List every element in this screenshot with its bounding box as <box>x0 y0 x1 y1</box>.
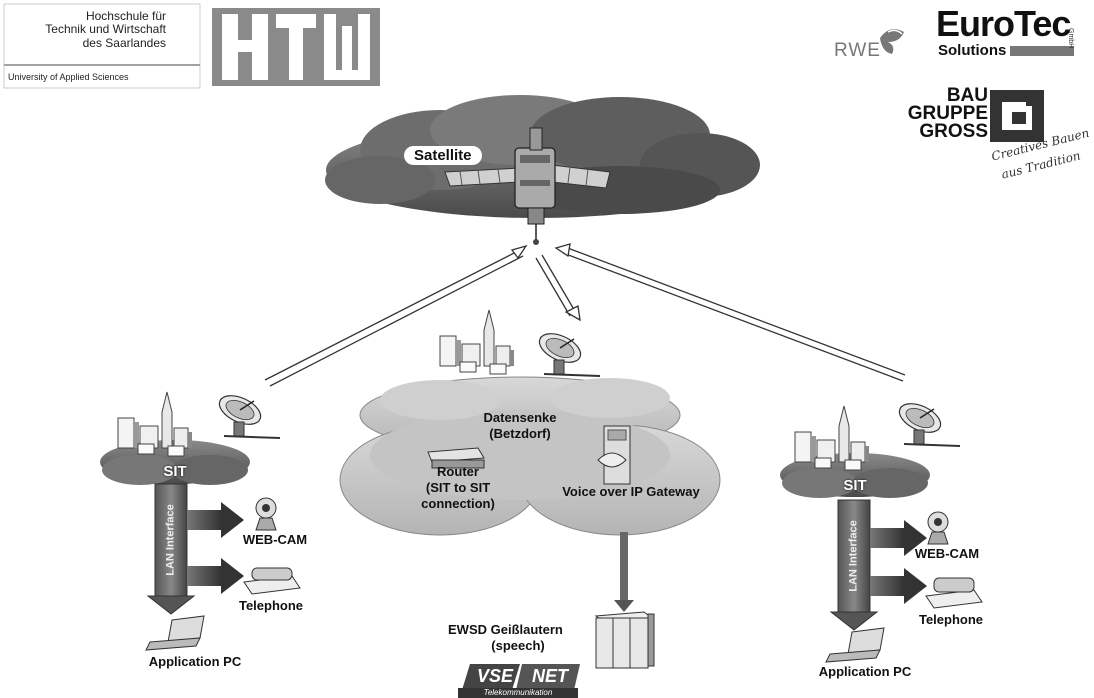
left-laptop-icon <box>145 615 205 651</box>
left-application-pc-label: Application PC <box>148 654 242 669</box>
right-laptop-icon <box>825 627 885 663</box>
rwe-label: RWE <box>834 40 881 61</box>
left-lan-interface-label: LAN Interface <box>164 504 177 576</box>
satellite-link-center <box>535 254 581 322</box>
right-webcam-label: WEB-CAM <box>914 546 980 561</box>
right-sit-label: SIT <box>843 477 867 494</box>
bau-line3: GROSS <box>919 121 988 142</box>
left-sit-cloud <box>100 440 250 485</box>
router-icon <box>427 447 485 469</box>
eurotec-subtitle: Solutions <box>938 42 1007 59</box>
bau-line2: GRUPPE <box>907 103 988 124</box>
htw-name-line1: Hochschule für <box>85 9 166 23</box>
eurotec-gmbh: GmbH <box>1067 28 1074 49</box>
betzdorf-label: (Betzdorf) <box>489 426 551 441</box>
left-lan-arrow <box>146 483 244 615</box>
ewsd-switch-icon <box>594 611 655 669</box>
left-dish-icon <box>213 388 281 439</box>
ewsd-link <box>614 532 634 612</box>
left-sit-label: SIT <box>163 463 187 480</box>
bau-gruppe-gross-logo <box>990 90 1044 142</box>
center-dish-icon <box>533 326 601 377</box>
center-city-icon <box>439 309 515 375</box>
htw-name-line2: Technik und Wirtschaft <box>45 22 166 36</box>
left-telephone-icon <box>243 567 301 595</box>
router-label-line2: (SIT to SIT <box>425 480 491 495</box>
vsenet-subtitle: Telekommunikation <box>483 688 553 697</box>
right-telephone-icon <box>925 577 983 609</box>
eurotec-title: EuroTec <box>936 3 1071 44</box>
router-label-line3: connection) <box>421 496 495 511</box>
left-webcam-icon <box>255 497 277 531</box>
satellite-link-left <box>264 244 528 387</box>
right-lan-arrow <box>829 499 927 631</box>
eurotec-logo <box>1010 46 1074 56</box>
left-city-icon <box>117 391 193 457</box>
right-telephone-label: Telephone <box>918 612 984 627</box>
satellite-icon <box>444 127 611 245</box>
right-city-icon <box>794 405 870 471</box>
satellite-link-right <box>554 243 906 382</box>
left-webcam-label: WEB-CAM <box>242 532 308 547</box>
voip-gateway-label: Voice over IP Gateway <box>562 484 700 499</box>
rwe-logo-icon <box>880 29 904 54</box>
bau-line1: BAU <box>946 85 988 106</box>
right-lan-interface-label: LAN Interface <box>847 520 860 592</box>
left-telephone-label: Telephone <box>238 598 304 613</box>
voip-gateway-icon <box>597 425 631 485</box>
router-label-line1: Router <box>437 464 479 479</box>
htw-subtitle: University of Applied Sciences <box>8 72 129 82</box>
ewsd-label-line2: (speech) <box>491 638 545 653</box>
vsenet-logo <box>458 664 580 698</box>
right-webcam-icon <box>927 511 949 545</box>
ewsd-label-line1: EWSD Geißlautern <box>448 622 563 637</box>
satellite-label: Satellite <box>404 146 482 165</box>
htw-name-line3: des Saarlandes <box>82 36 166 50</box>
right-dish-icon <box>893 396 961 447</box>
vse-label: VSE <box>476 666 514 686</box>
datensenke-label: Datensenke <box>483 410 557 425</box>
htw-logo <box>3 3 380 89</box>
right-application-pc-label: Application PC <box>818 664 912 679</box>
net-label: NET <box>532 666 568 686</box>
center-cloud <box>339 376 721 536</box>
